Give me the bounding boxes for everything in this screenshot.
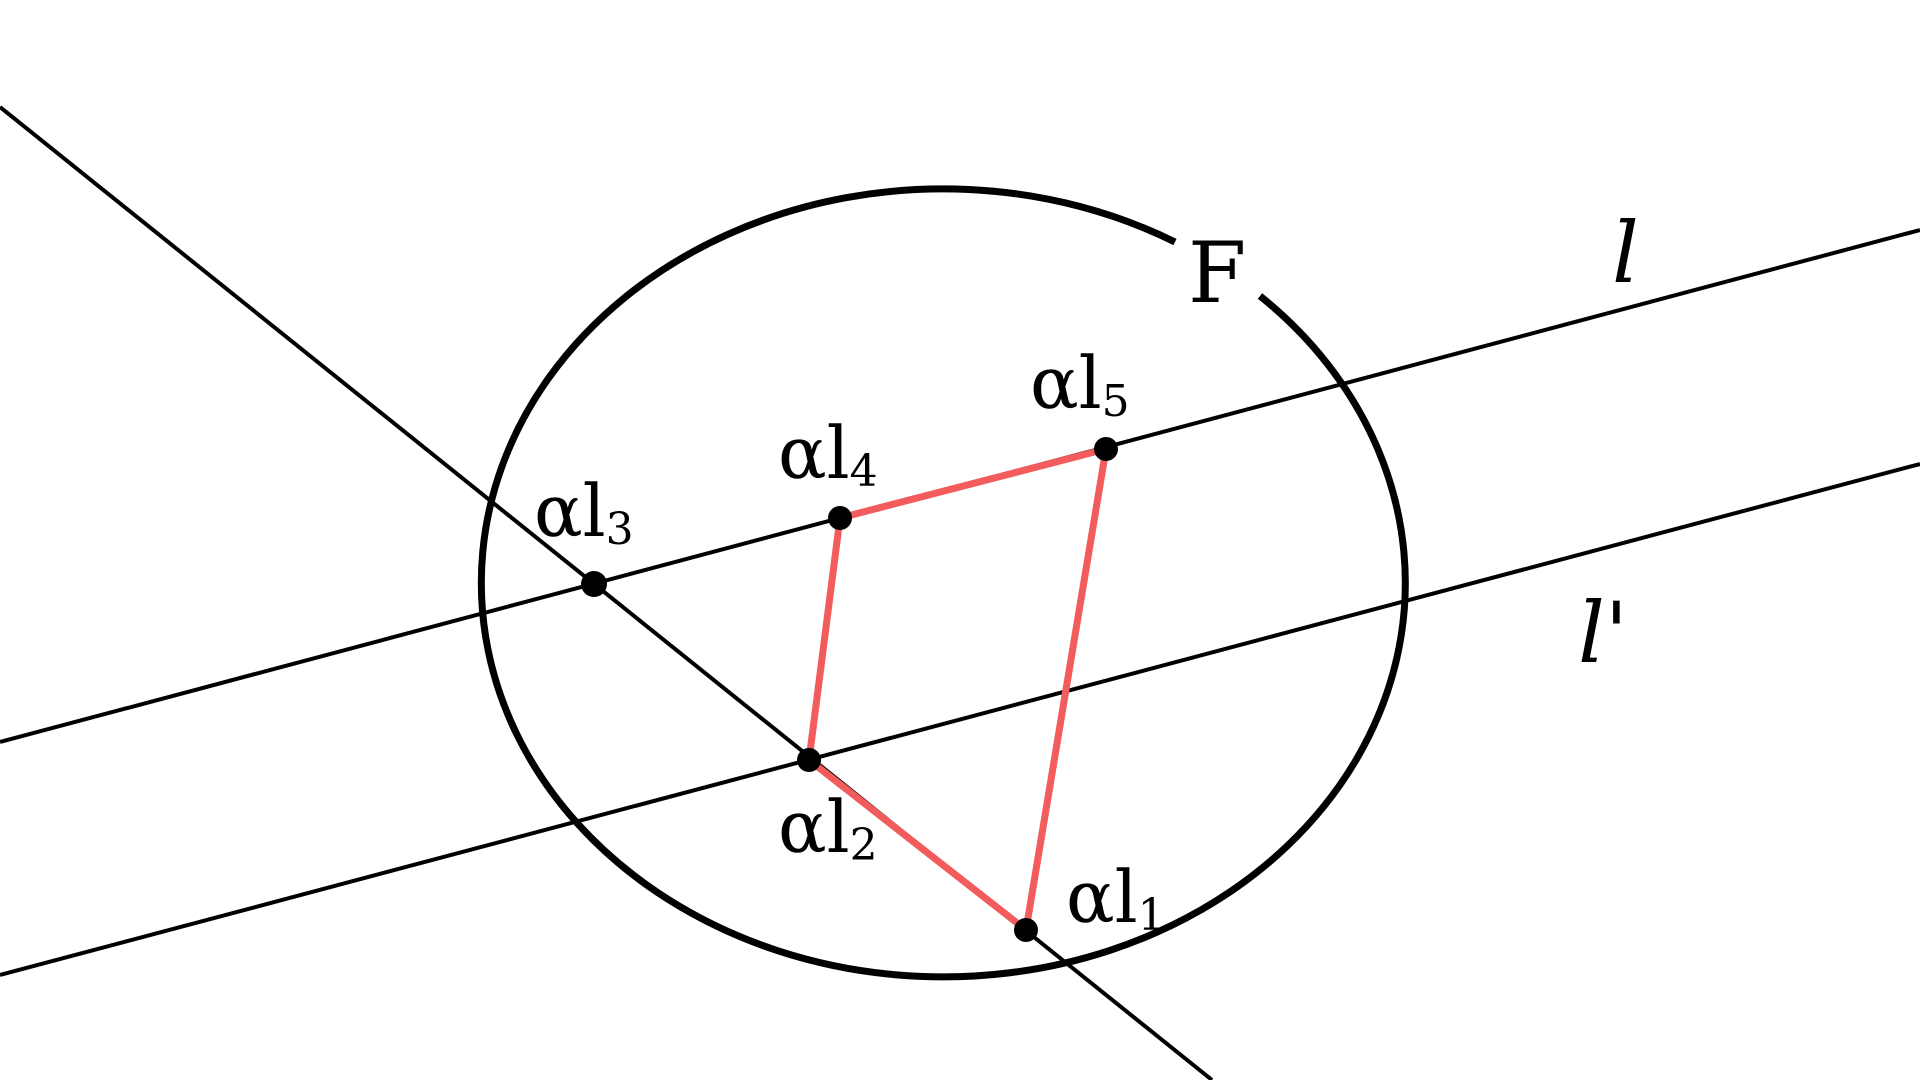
point-label-a4: αl4 [778, 411, 878, 497]
point-label-a4-base: αl [778, 411, 850, 495]
point-label-a5-sub: 5 [1102, 376, 1130, 427]
point-label-a2: αl2 [778, 785, 878, 871]
point-label-a2-base: αl [778, 785, 850, 869]
point-label-a1: αl1 [1066, 855, 1166, 941]
point-label-a1-sub: 1 [1138, 890, 1166, 941]
point-label-a1-base: αl [1066, 855, 1138, 939]
point-a3 [581, 571, 607, 597]
point-a5 [1094, 437, 1118, 461]
point-label-a3-base: αl [534, 469, 606, 553]
point-label-a2-sub: 2 [850, 820, 878, 871]
line-label-l: l [1612, 204, 1639, 302]
point-a1 [1014, 918, 1038, 942]
point-label-a3-sub: 3 [606, 504, 634, 555]
point-label-a5: αl5 [1030, 341, 1130, 427]
point-label-a5-base: αl [1030, 341, 1102, 425]
line-label-l-prime: l' [1578, 584, 1628, 682]
point-a4 [828, 506, 852, 530]
curve-label-f: F [1188, 224, 1246, 322]
conic-f-curve [477, 185, 1409, 981]
point-label-a4-sub: 4 [850, 446, 878, 497]
point-a2 [797, 748, 821, 772]
point-label-a3: αl3 [534, 469, 634, 555]
line-l-prime [0, 462, 1920, 977]
